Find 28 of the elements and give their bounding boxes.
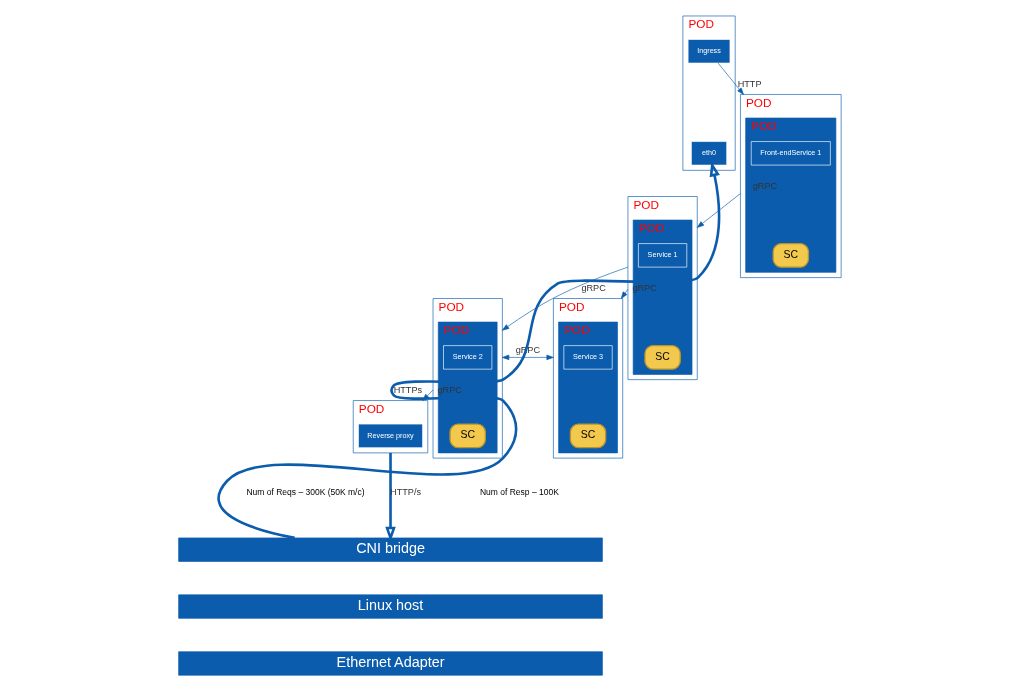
node-box: SC: [569, 423, 606, 449]
node-box: Service 1: [637, 243, 687, 268]
label: Num of Reqs – 300K (50K m/c): [245, 487, 365, 497]
node-box: SC: [643, 344, 681, 370]
node-box: Service 2: [442, 345, 492, 370]
arrow: [620, 288, 628, 299]
edge-label: HTTPs: [393, 384, 422, 395]
node-box: CNI bridge: [177, 537, 603, 562]
arrow: [696, 193, 741, 228]
arrow: [501, 266, 628, 331]
edge-label: HTTP: [737, 78, 762, 89]
node-box: Ingress: [687, 39, 730, 64]
node-box: Front-endService 1: [750, 141, 831, 166]
arrow: [717, 62, 744, 95]
node-box: SC: [448, 423, 486, 449]
node-box: Service 3: [563, 345, 613, 370]
arrow: [501, 354, 554, 360]
label: Num of Resp – 100K: [479, 487, 559, 497]
node-box: Ethernet Adapter: [177, 651, 603, 676]
edge-label: gRPC: [631, 282, 657, 293]
edge-label: gRPC: [580, 282, 606, 293]
arrow: [217, 161, 720, 540]
node-box: eth0: [690, 141, 727, 166]
node-box: Reverse proxy: [357, 423, 423, 448]
node-box: SC: [771, 242, 809, 268]
node-box: Linux host: [177, 594, 603, 619]
edge-label: gRPC: [437, 384, 462, 395]
edge-label: gRPC: [752, 180, 777, 191]
